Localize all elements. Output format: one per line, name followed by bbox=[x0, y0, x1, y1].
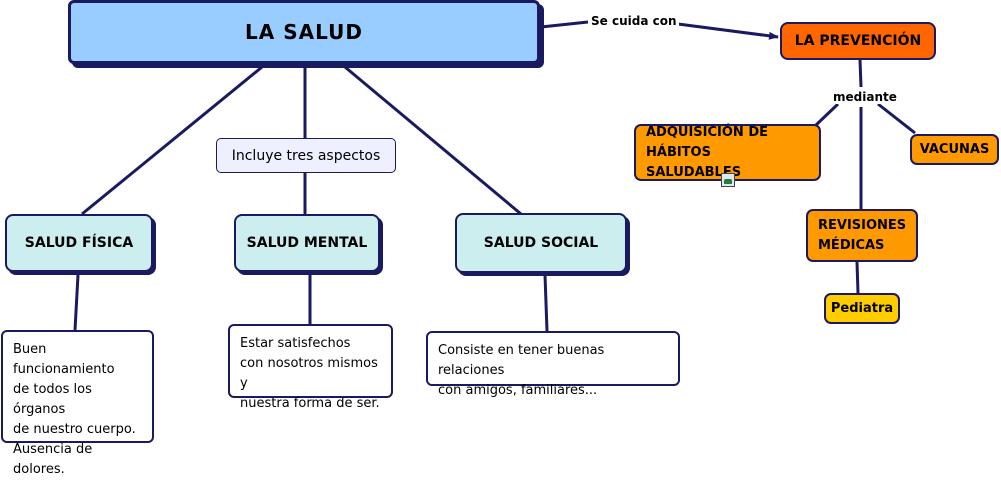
link-prevention-mediante bbox=[858, 59, 863, 88]
main-concept[interactable]: LA SALUD bbox=[68, 0, 540, 64]
link-checkups-pediatra bbox=[855, 261, 860, 294]
link-main-physical bbox=[81, 65, 263, 216]
concept-physical-health[interactable]: SALUD FÍSICA bbox=[5, 214, 153, 272]
concept-pediatrician[interactable]: Pediatra bbox=[824, 293, 900, 324]
concept-social-health[interactable]: SALUD SOCIAL bbox=[455, 213, 627, 273]
link-main-caption bbox=[540, 20, 589, 29]
mental-health-description[interactable]: Estar satisfechos con nosotros mismos y … bbox=[228, 324, 393, 411]
link-mediante-vaccines bbox=[877, 102, 916, 135]
concept-prevention[interactable]: LA PREVENCIÓN bbox=[780, 22, 936, 60]
link-social-desc bbox=[543, 274, 549, 332]
concept-mental-health[interactable]: SALUD MENTAL bbox=[234, 214, 380, 272]
social-health-description[interactable]: Consiste en tener buenas relaciones con … bbox=[426, 331, 680, 398]
concept-links bbox=[73, 20, 916, 332]
physical-health-description[interactable]: Buen funcionamiento de todos los órganos… bbox=[1, 330, 154, 477]
concept-vaccines[interactable]: VACUNAS bbox=[910, 134, 999, 165]
concept-healthy-habits[interactable]: ADQUISICIÓN DE HÁBITOS SALUDABLES bbox=[634, 124, 821, 181]
linking-phrase-includes[interactable]: Incluye tres aspectos bbox=[216, 138, 396, 173]
linking-phrase-cares-with[interactable]: Se cuida con bbox=[589, 14, 679, 28]
link-caption-prevention bbox=[677, 22, 779, 40]
link-physical-desc bbox=[73, 274, 80, 331]
concept-medical-checkups[interactable]: REVISIONES MÉDICAS bbox=[806, 209, 918, 262]
link-mediante-habits bbox=[814, 102, 840, 127]
linking-phrase-through[interactable]: mediante bbox=[831, 90, 899, 104]
link-main-social bbox=[344, 65, 522, 216]
image-attachment-icon[interactable] bbox=[721, 173, 735, 187]
